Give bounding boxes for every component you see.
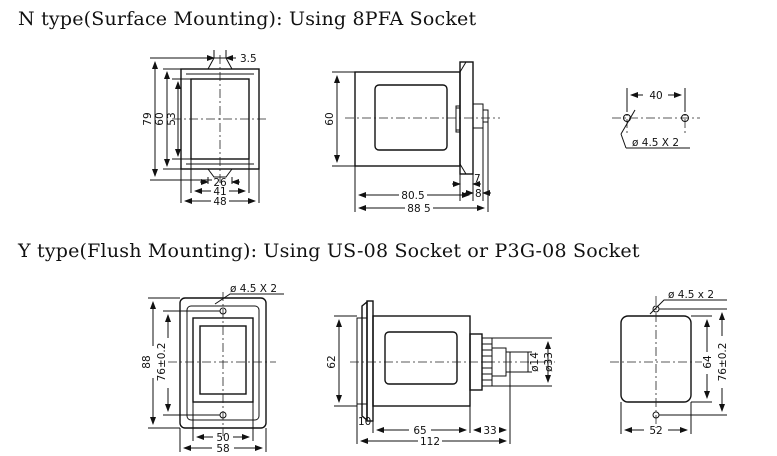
y-cutout-dim-76: 76±0.2 [717,343,729,382]
y-front-dim-50: 50 [216,432,229,444]
n-front-dim-3-5: 3.5 [240,53,257,65]
y-side-dim-33: ø33 [543,352,555,372]
y-type-panel-cutout: ø 4.5 x 2 64 76±0.2 52 [610,289,729,437]
y-front-dim-58: 58 [216,443,229,455]
n-side-dim-7: 7 [474,173,481,185]
y-side-dim-33b: 33 [483,425,496,437]
y-front-hole-label: ø 4.5 X 2 [230,283,277,295]
y-side-dim-10: 10 [358,416,371,428]
y-side-dim-65: 65 [413,425,426,437]
y-front-dim-88: 88 [141,355,153,368]
n-type-title: N type(Surface Mounting): Using 8PFA Soc… [18,8,477,30]
y-side-dim-14: ø14 [529,352,541,372]
n-side-dim-88-5: 88 5 [407,203,430,215]
n-front-dim-53: 53 [166,112,178,125]
n-side-dim-60: 60 [324,112,336,125]
y-cutout-dim-52: 52 [649,425,662,437]
y-cutout-hole-label: ø 4.5 x 2 [668,289,714,301]
n-side-dim-8: 8 [475,188,482,200]
y-side-dim-112: 112 [420,436,440,448]
n-type-side-view: 60 7 8 80.5 88 5 [324,61,500,215]
n-side-dim-80-5: 80.5 [401,190,424,202]
n-cutout-dim-40: 40 [649,90,662,102]
y-type-front-view: ø 4.5 X 2 88 76±0.2 50 58 [141,283,284,455]
y-cutout-dim-64: 64 [702,355,714,369]
y-type-title: Y type(Flush Mounting): Using US-08 Sock… [18,240,640,262]
y-front-dim-76: 76±0.2 [156,343,168,382]
n-type-front-view: 3.5 79 60 53 26 [142,50,268,208]
n-front-dim-48: 48 [213,196,226,208]
n-cutout-hole-label: ø 4.5 X 2 [632,137,679,149]
y-type-side-view: 62 ø14 ø33 10 65 33 112 [326,300,555,448]
n-front-dim-60: 60 [154,112,166,125]
n-front-dim-79: 79 [142,112,154,125]
n-front-dim-41: 41 [213,186,226,198]
n-type-mounting-holes: 40 ø 4.5 X 2 [612,88,700,149]
y-side-dim-62: 62 [326,355,338,368]
n-front-dim-26: 26 [213,177,227,189]
